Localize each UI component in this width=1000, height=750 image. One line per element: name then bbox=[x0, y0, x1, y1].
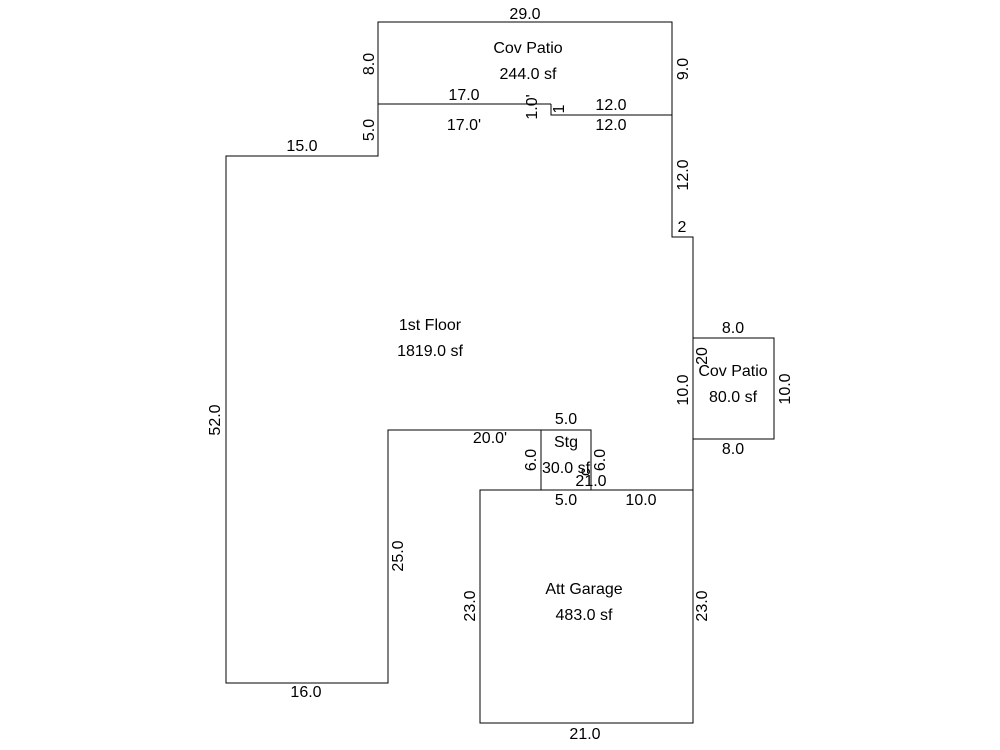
cov-patio-top-outline bbox=[377, 21, 673, 115]
dim-floor-right-upper: 12.0 bbox=[675, 159, 692, 190]
cov-patio-right-name: Cov Patio bbox=[698, 363, 767, 380]
dim-floor-left-step: 5.0 bbox=[361, 119, 378, 141]
dim-garage-bottom: 21.0 bbox=[569, 726, 600, 743]
first-floor-outline bbox=[225, 104, 541, 684]
dim-right-patio-overlap: 20 bbox=[694, 347, 711, 365]
dim-garage-right: 23.0 bbox=[694, 590, 711, 621]
garage-outline bbox=[479, 489, 694, 724]
dim-right-patio-top: 8.0 bbox=[722, 320, 744, 337]
dim-stg-bottom: 5.0 bbox=[555, 492, 577, 509]
dim-garage-top-right: 10.0 bbox=[625, 492, 656, 509]
dim-stg-right: 6.0 bbox=[592, 449, 609, 471]
dim-patio-bottom-right: 12.0 bbox=[595, 97, 626, 114]
cov-patio-right-outline bbox=[692, 337, 775, 440]
first-floor-area: 1819.0 sf bbox=[397, 343, 463, 360]
dim-floor-jog: 2 bbox=[678, 219, 687, 236]
dim-floor-top-left: 17.0' bbox=[447, 117, 481, 134]
garage-name: Att Garage bbox=[545, 581, 622, 598]
dim-floor-inner-vertical: 25.0 bbox=[390, 540, 407, 571]
dim-garage-left: 23.0 bbox=[462, 590, 479, 621]
dim-garage-top-overlap: 21.0 bbox=[575, 473, 606, 490]
dim-patio-right: 9.0 bbox=[675, 58, 692, 80]
dim-floor-inner-top: 20.0' bbox=[473, 430, 507, 447]
cov-patio-top-name: Cov Patio bbox=[493, 40, 562, 57]
dim-floor-left: 52.0 bbox=[207, 404, 224, 435]
storage-name: Stg bbox=[554, 434, 578, 451]
dim-floor-top-far-left: 15.0 bbox=[286, 138, 317, 155]
dim-stg-left: 6.0 bbox=[523, 449, 540, 471]
dim-patio-bottom-left: 17.0 bbox=[448, 87, 479, 104]
dim-patio-top: 29.0 bbox=[509, 6, 540, 23]
storage-area: 30.0 sf bbox=[542, 460, 591, 477]
first-floor-name: 1st Floor bbox=[399, 317, 462, 334]
cov-patio-top-area: 244.0 sf bbox=[500, 66, 557, 83]
dim-floor-right-lower: 10.0 bbox=[675, 374, 692, 405]
dim-floor-bottom: 16.0 bbox=[290, 684, 321, 701]
first-floor-outline-top-right bbox=[550, 104, 694, 490]
dim-right-patio-right: 10.0 bbox=[777, 373, 794, 404]
dim-patio-left: 8.0 bbox=[361, 53, 378, 75]
cov-patio-right-area: 80.0 sf bbox=[709, 389, 758, 406]
dim-floor-top-right: 12.0 bbox=[595, 117, 626, 134]
dim-step-small: 1 bbox=[551, 104, 568, 113]
dim-stg-top: 5.0 bbox=[555, 411, 577, 428]
dim-right-patio-bottom: 8.0 bbox=[722, 441, 744, 458]
garage-area: 483.0 sf bbox=[556, 607, 613, 624]
dim-step-one: 1.0' bbox=[524, 94, 541, 119]
dim-stg-overlap: c bbox=[577, 468, 594, 476]
